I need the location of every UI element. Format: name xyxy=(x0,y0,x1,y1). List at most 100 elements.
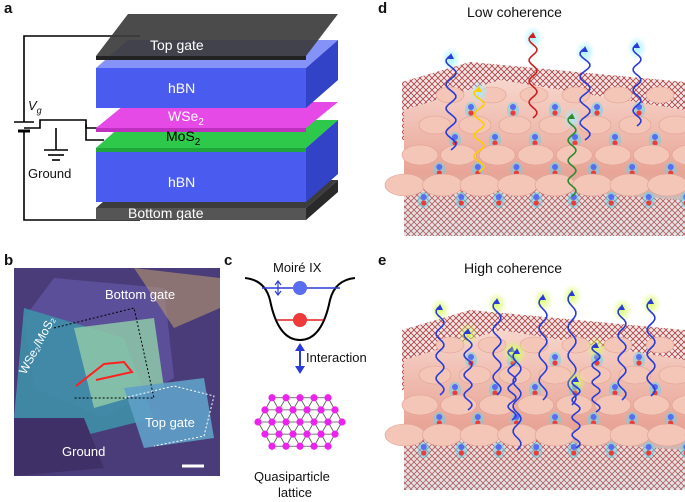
label-top-gate: Top gate xyxy=(150,37,204,53)
moire-bump xyxy=(418,115,452,135)
exciton-electron xyxy=(533,444,540,450)
panel-d-label: d xyxy=(378,0,388,17)
exciton-hole xyxy=(533,200,539,206)
exciton-electron xyxy=(533,194,540,200)
exciton-hole xyxy=(636,360,642,366)
quasiparticle-lattice xyxy=(254,394,346,450)
exciton-hole xyxy=(608,450,614,456)
moire-bump xyxy=(609,173,651,197)
lattice-site xyxy=(310,442,318,450)
moire-bump xyxy=(572,173,613,197)
label-bottom-gate: Bottom gate xyxy=(128,205,204,221)
exciton-electron xyxy=(452,384,458,390)
exciton-electron xyxy=(492,134,498,140)
vg-text: V xyxy=(28,98,37,113)
exciton-electron xyxy=(436,414,443,420)
moire-bump xyxy=(497,173,538,197)
moire-bump xyxy=(633,144,670,166)
moire-bump xyxy=(459,423,501,447)
exciton-electron xyxy=(552,164,558,170)
exciton-hole xyxy=(646,450,652,456)
exciton-hole xyxy=(492,390,498,396)
optical-micrograph xyxy=(14,268,220,476)
exciton-hole xyxy=(646,200,652,206)
moire-bump xyxy=(671,395,685,415)
exciton-electron xyxy=(636,354,642,360)
b-label-top-gate: Top gate xyxy=(145,415,195,430)
moire-bump xyxy=(594,394,632,416)
photon-arrowhead xyxy=(648,298,654,304)
photon-wave xyxy=(646,299,656,397)
photon-arrowhead xyxy=(540,294,546,300)
exciton-hole xyxy=(421,450,427,456)
exciton-electron xyxy=(608,194,615,200)
exciton-electron xyxy=(513,164,520,170)
photon-arrowhead xyxy=(569,113,575,119)
moire-bump xyxy=(671,145,685,165)
moire-bump xyxy=(534,423,576,447)
moire-bump xyxy=(633,394,670,416)
lattice-site xyxy=(268,418,276,426)
exciton-electron xyxy=(420,194,427,200)
photon-wave xyxy=(567,114,577,197)
panel-c-label: c xyxy=(224,252,233,269)
exciton-hole xyxy=(608,200,614,206)
label-mos2: MoS2 xyxy=(166,128,200,148)
photon-arrowhead xyxy=(569,290,575,296)
moire-bump xyxy=(478,394,516,416)
exciton-electron xyxy=(612,384,618,390)
vg-subscript: g xyxy=(36,105,42,116)
exciton-electron xyxy=(495,194,502,200)
b-label-bottom-gate: Bottom gate xyxy=(105,287,176,302)
lattice-site xyxy=(324,394,332,402)
photon-arrowhead xyxy=(476,86,482,92)
hbn-top-front xyxy=(96,68,306,108)
exciton-hole xyxy=(532,390,538,396)
moire-bump xyxy=(497,423,538,447)
exciton-electron xyxy=(452,134,458,140)
exciton-hole xyxy=(496,450,502,456)
moire-bump xyxy=(435,336,465,354)
exciton-hole xyxy=(594,110,600,116)
moire-bump xyxy=(401,394,439,416)
panel-d-landscape xyxy=(384,26,685,236)
photon-wave xyxy=(445,54,457,151)
moire-bump xyxy=(618,365,652,385)
photon-arrowhead xyxy=(465,328,471,334)
exciton-electron xyxy=(552,354,558,360)
photon-wave xyxy=(571,377,581,449)
exciton-hole xyxy=(468,110,474,116)
lattice-site xyxy=(338,418,346,426)
exciton-electron xyxy=(594,104,600,110)
exciton-hole xyxy=(492,140,498,146)
wse2-layer xyxy=(96,102,338,128)
exciton-hole xyxy=(452,390,458,396)
exciton-hole xyxy=(510,110,516,116)
panel-e-label: e xyxy=(378,252,387,269)
exciton-electron xyxy=(436,164,443,170)
c-label-interaction: Interaction xyxy=(306,350,367,365)
moire-bump xyxy=(519,86,549,104)
exciton-electron xyxy=(590,164,597,170)
photon-arrowhead xyxy=(530,32,536,38)
lattice-site xyxy=(324,418,332,426)
exciton-electron xyxy=(552,104,558,110)
exciton-hole xyxy=(636,110,642,116)
photon-wave xyxy=(538,295,548,401)
exciton-hole xyxy=(421,200,427,206)
mos2-subscript: 2 xyxy=(194,136,201,148)
moire-bump xyxy=(478,144,516,166)
lattice-site xyxy=(303,406,311,414)
photon-arrowhead xyxy=(634,42,640,48)
exciton-electron xyxy=(645,444,652,450)
lattice-site xyxy=(261,406,269,414)
photon-wave xyxy=(528,33,538,119)
lattice-site xyxy=(261,430,269,438)
lattice-site xyxy=(331,406,339,414)
exciton-electron xyxy=(612,134,618,140)
exciton-electron xyxy=(629,164,636,170)
moire-bump xyxy=(422,173,463,197)
moire-bump xyxy=(422,423,463,447)
exciton-electron xyxy=(468,104,474,110)
